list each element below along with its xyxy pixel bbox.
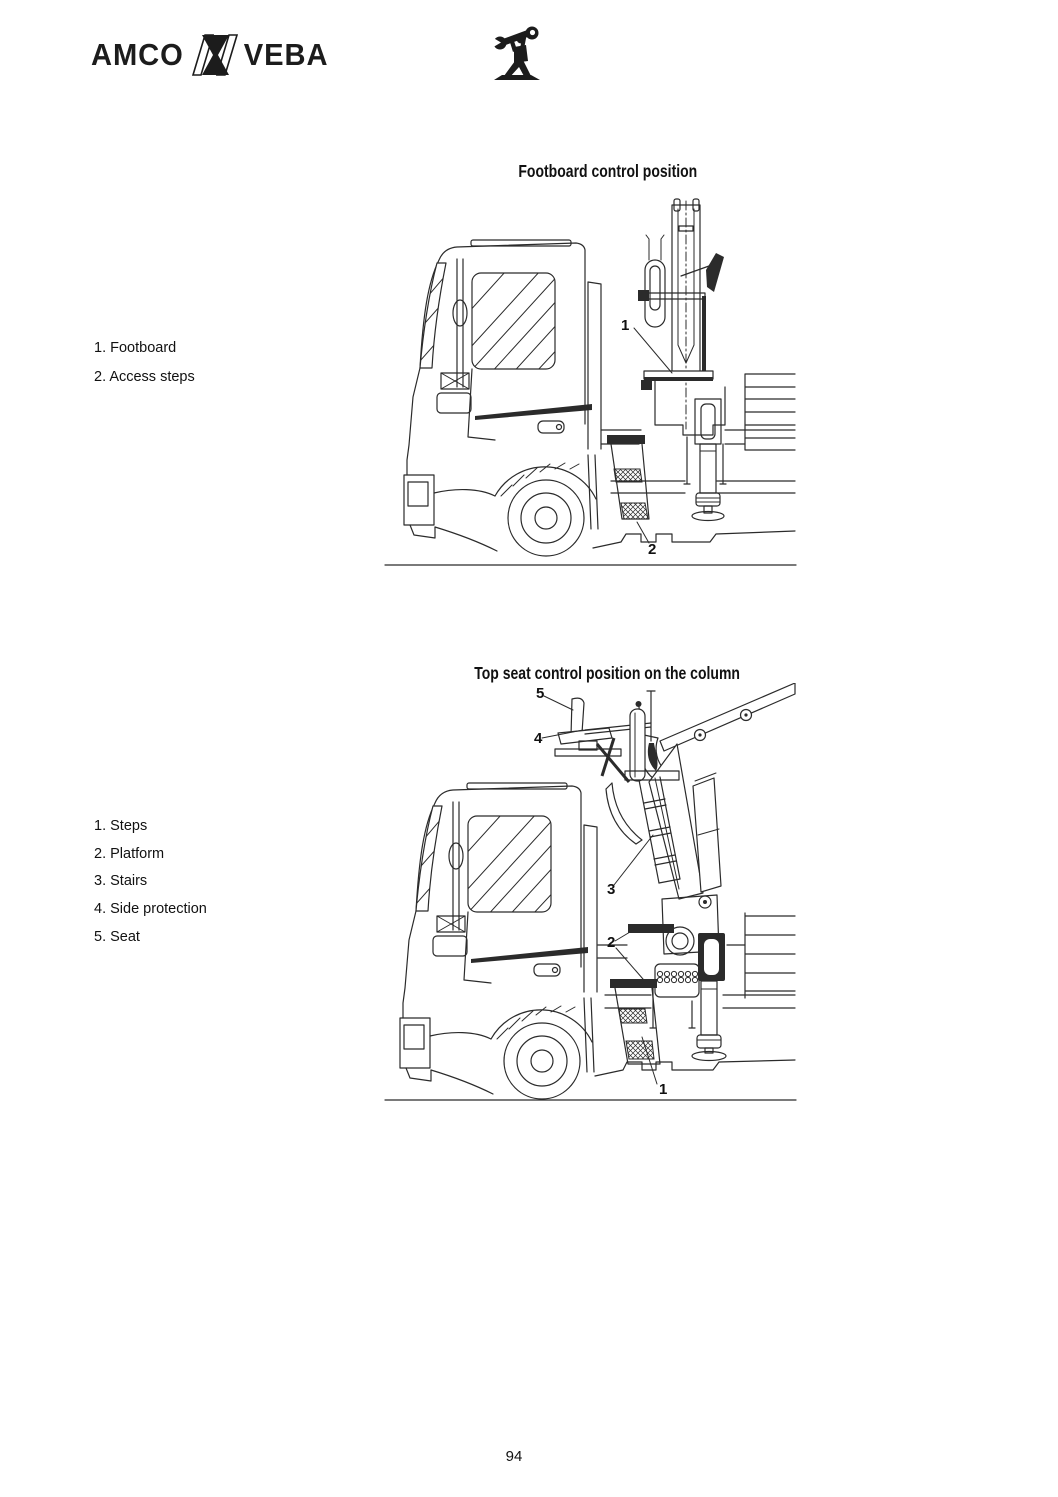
legend-item: 2. Platform — [94, 845, 165, 862]
brand-name-left: AMCO — [90, 37, 184, 72]
figure2-callout-1: 1 — [659, 1081, 667, 1098]
brand-name-right: VEBA — [243, 37, 329, 72]
figure2-diagram: 5 4 3 2 1 — [384, 683, 797, 1101]
figure2-legend: 1. Steps 2. Platform 3. Stairs 4. Side p… — [94, 813, 207, 951]
legend-item: 5. Seat — [94, 928, 140, 945]
legend-item: 1. Steps — [94, 818, 148, 834]
brand-logo: AMCO VEBA — [88, 33, 331, 77]
figure1-title: Footboard control position — [518, 161, 697, 181]
page-number: 94 — [505, 1448, 523, 1465]
mechanic-icon — [490, 26, 540, 80]
legend-item: 3. Stairs — [94, 873, 148, 890]
legend-item: 1. Footboard — [94, 340, 177, 356]
figure2-callout-5: 5 — [536, 685, 544, 702]
brand-x-emblem-icon — [191, 34, 238, 76]
figure2-callout-3: 3 — [607, 881, 615, 898]
legend-item: 2. Access steps — [94, 369, 195, 385]
figure1-diagram: 1 2 — [384, 198, 797, 566]
figure2-callout-2: 2 — [607, 934, 615, 951]
figure2-callout-4: 4 — [534, 730, 543, 747]
figure1-callout-1: 1 — [621, 317, 629, 334]
figure1-legend: 1. Footboard 2. Access steps — [94, 334, 195, 392]
figure1-callout-2: 2 — [648, 541, 656, 558]
figure2-title: Top seat control position on the column — [474, 663, 741, 683]
legend-item: 4. Side protection — [94, 901, 207, 918]
